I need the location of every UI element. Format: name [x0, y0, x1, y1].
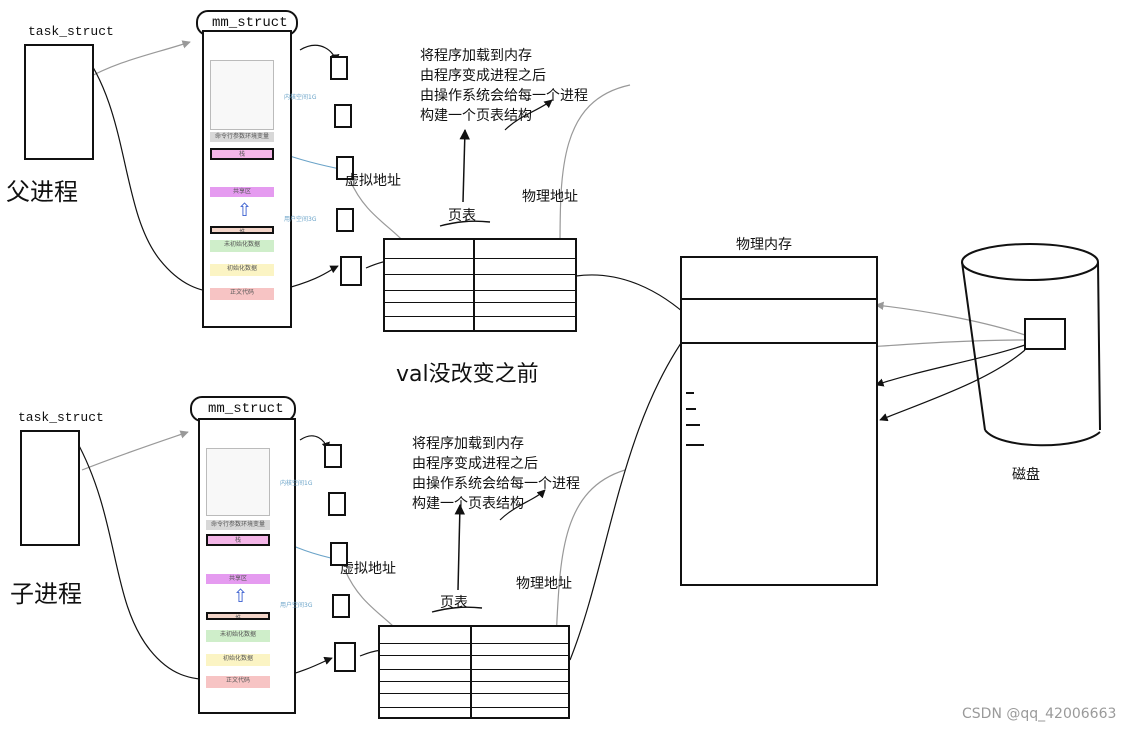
- child-physical-addr-label: 物理地址: [516, 576, 572, 592]
- child-seg-user-label: 用户空间3G: [280, 602, 313, 609]
- child-pte-4: [332, 594, 350, 618]
- parent-pa-label-arrow: [555, 84, 631, 251]
- child-pte-3: [330, 542, 348, 566]
- parent-seg-kernel: [210, 60, 274, 130]
- parent-note-line-2: 由程序变成进程之后: [420, 68, 546, 84]
- child-seg-stack: 栈: [206, 534, 270, 546]
- parent-task-struct-label: task_struct: [28, 24, 114, 39]
- physical-memory-box: [680, 256, 878, 586]
- parent-process-label: 父进程: [6, 178, 78, 206]
- parent-address-space: 内核空间1G 命令行参数环境变量 栈 共享区 ⇧ 堆 用户空间3G 未初始化数据…: [202, 30, 316, 328]
- parent-pte-3: [336, 156, 354, 180]
- parent-note-line-1: 将程序加载到内存: [420, 48, 532, 64]
- disk-label: 磁盘: [1012, 467, 1040, 483]
- parent-page-table: [383, 238, 577, 332]
- child-task-struct-label: task_struct: [18, 410, 104, 425]
- child-table-to-memory-arrow: [569, 324, 695, 661]
- child-note-line-4: 构建一个页表结构: [412, 496, 524, 512]
- parent-seg-text: 正文代码: [210, 288, 274, 300]
- child-seg-kernel-label: 内核空间1G: [280, 480, 313, 487]
- child-address-space: 内核空间1G 命令行参数环境变量 栈 共享区 ⇧ 堆 用户空间3G 未初始化数据…: [198, 418, 312, 714]
- child-note-curl: [499, 489, 546, 521]
- parent-seg-shared: 共享区: [210, 187, 274, 197]
- physical-memory-shared-page: [680, 298, 878, 344]
- parent-heap-up-arrow-icon: ⇧: [237, 200, 253, 221]
- parent-pte-2: [334, 104, 352, 128]
- child-virtual-addr-label: 虚拟地址: [340, 561, 396, 577]
- disk-cylinder: [961, 243, 1101, 447]
- child-seg-env: 命令行参数环境变量: [206, 520, 270, 530]
- parent-task-to-text-arrow: [79, 47, 223, 297]
- parent-seg-heap: 堆: [210, 226, 274, 234]
- child-process-label: 子进程: [10, 580, 82, 608]
- parent-physical-addr-label: 物理地址: [522, 189, 578, 205]
- child-note-line-2: 由程序变成进程之后: [412, 456, 538, 472]
- child-seg-bss: 未初始化数据: [206, 630, 270, 642]
- disk-to-memory-arrow: [875, 301, 1026, 336]
- child-page-table: [378, 625, 570, 719]
- child-note-line-3: 由操作系统会给每一个进程: [412, 476, 580, 492]
- parent-page-table-label: 页表: [448, 208, 476, 224]
- parent-note-line-4: 构建一个页表结构: [420, 108, 532, 124]
- child-page-table-label: 页表: [440, 595, 468, 611]
- child-mm-struct-tab: mm_struct: [190, 396, 296, 422]
- child-pte-5: [334, 642, 356, 672]
- child-seg-data: 初始化数据: [206, 654, 270, 666]
- parent-seg-env: 命令行参数环境变量: [210, 132, 274, 142]
- parent-seg-bss: 未初始化数据: [210, 240, 274, 252]
- child-seg-shared: 共享区: [206, 574, 270, 584]
- parent-pte-5: [340, 256, 362, 286]
- parent-note-line-3: 由操作系统会给每一个进程: [420, 88, 588, 104]
- parent-pagetable-underline: [439, 220, 491, 227]
- parent-seg-kernel-label: 内核空间1G: [284, 94, 317, 101]
- child-heap-up-arrow-icon: ⇧: [233, 586, 249, 607]
- child-task-struct-box: [20, 430, 80, 546]
- child-note: 将程序加载到内存 由程序变成进程之后 由操作系统会给每一个进程 构建一个页表结构: [412, 434, 580, 514]
- watermark: CSDN @qq_42006663: [962, 706, 1117, 722]
- parent-seg-user-label: 用户空间3G: [284, 216, 317, 223]
- parent-mm-struct-label: mm_struct: [212, 15, 288, 31]
- child-pte-1: [324, 444, 342, 468]
- val-before-label: val没改变之前: [396, 362, 539, 387]
- parent-note: 将程序加载到内存 由程序变成进程之后 由操作系统会给每一个进程 构建一个页表结构: [420, 46, 588, 126]
- parent-seg-stack: 栈: [210, 148, 274, 160]
- parent-virtual-addr-label: 虚拟地址: [345, 173, 401, 189]
- child-mm-struct-label: mm_struct: [208, 401, 284, 417]
- parent-task-to-mm-arrow: [83, 40, 191, 81]
- disk-block: [1024, 318, 1066, 350]
- child-pagetable-underline: [431, 606, 483, 613]
- child-task-to-text-arrow: [75, 439, 217, 685]
- child-pa-label-arrow: [552, 469, 626, 641]
- parent-seg-data: 初始化数据: [210, 264, 274, 276]
- child-pte-2: [328, 492, 346, 516]
- parent-pte-1: [330, 56, 348, 80]
- parent-pte-4: [336, 208, 354, 232]
- child-note-up-arrow: [454, 503, 466, 591]
- parent-note-curl: [504, 99, 553, 131]
- child-note-line-1: 将程序加载到内存: [412, 436, 524, 452]
- parent-task-struct-box: [24, 44, 94, 160]
- child-seg-text: 正文代码: [206, 676, 270, 688]
- parent-note-up-arrow: [459, 128, 470, 203]
- child-seg-heap: 堆: [206, 612, 270, 620]
- disk-to-memory-arrow-4: [879, 349, 1026, 422]
- disk-to-memory-arrow-3: [875, 344, 1026, 387]
- parent-table-to-memory-arrow: [575, 274, 693, 321]
- child-seg-kernel: [206, 448, 270, 516]
- physical-memory-label: 物理内存: [736, 237, 792, 253]
- child-task-to-mm-arrow: [81, 430, 189, 471]
